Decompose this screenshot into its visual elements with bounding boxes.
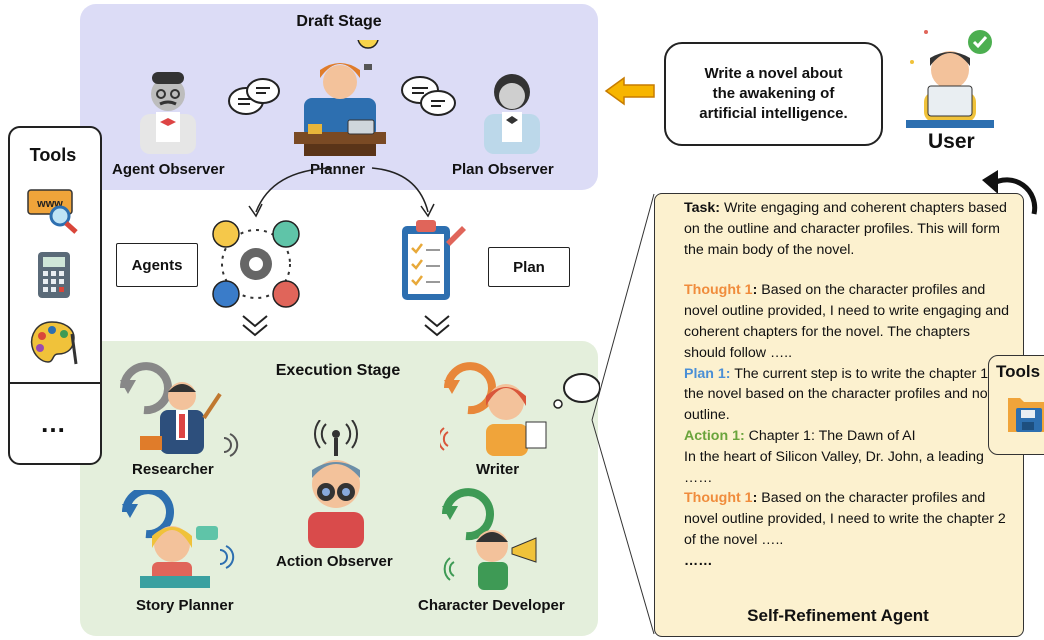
character-developer-label: Character Developer <box>418 597 565 614</box>
self-refinement-panel <box>654 193 1024 637</box>
character-developer-icon <box>442 488 537 590</box>
action-1-text-2: In the heart of Silicon Valley, Dr. John… <box>684 448 984 486</box>
thought-1-text: Based on the character profiles and nove… <box>684 282 1009 361</box>
action-1-text: Chapter 1: The Dawn of AI <box>744 427 916 444</box>
agents-network-icon <box>212 220 300 308</box>
clipboard-plan-icon <box>402 220 466 300</box>
folder-save-icon[interactable] <box>1006 392 1044 434</box>
request-line-2: the awakening of <box>712 85 835 102</box>
story-planner-label: Story Planner <box>136 597 234 614</box>
tools-sidebar-title: Tools <box>29 145 77 165</box>
self-refinement-title: Self-Refinement Agent <box>747 606 929 625</box>
plan-1-label: Plan 1 <box>684 365 726 382</box>
thought-2-colon: : <box>752 490 758 507</box>
speech-bubbles-icon <box>228 78 280 115</box>
story-planner-icon <box>122 490 235 588</box>
action-observer-label: Action Observer <box>276 553 393 570</box>
user-icon <box>906 30 994 128</box>
divider <box>8 382 102 384</box>
self-refinement-log: Task: Write engaging and coherent chapte… <box>684 198 1014 572</box>
thought-1-colon: : <box>752 282 758 299</box>
user-label: User <box>928 130 975 153</box>
plan-1-colon: : <box>725 365 731 382</box>
action-observer-icon <box>308 420 364 548</box>
log-ellipsis: …… <box>684 552 713 569</box>
more-tools[interactable]: … <box>40 408 66 438</box>
agents-box: Agents <box>116 243 198 287</box>
researcher-icon <box>120 362 239 457</box>
researcher-label: Researcher <box>132 461 214 478</box>
thought-2-text: Based on the character profiles and nove… <box>684 490 1006 548</box>
side-tools-label: Tools <box>996 362 1041 381</box>
thought-1-label: Thought 1 <box>684 282 753 299</box>
task-text: Write engaging and coherent chapters bas… <box>684 200 1007 258</box>
plan-1-text: The current step is to write the chapter… <box>684 365 1006 424</box>
arrow-left-icon <box>604 76 655 106</box>
execution-stage-title: Execution Stage <box>275 362 401 379</box>
plan-observer-icon <box>484 74 540 154</box>
plan-box: Plan <box>488 247 570 287</box>
plan-observer-label: Plan Observer <box>452 161 554 178</box>
double-chevron-down-icon <box>424 315 450 337</box>
planner-label: Planner <box>310 161 366 178</box>
draft-stage-title: Draft Stage <box>296 13 382 30</box>
planner-icon <box>294 40 386 156</box>
action-1-colon: : <box>739 427 745 444</box>
zoom-lines <box>591 193 655 635</box>
web-search-icon[interactable]: www <box>26 186 82 234</box>
request-line-1: Write a novel about <box>704 65 843 82</box>
agent-observer-label: Agent Observer <box>112 161 225 178</box>
action-1-label: Action 1 <box>684 427 740 444</box>
speech-bubbles-icon <box>401 76 456 116</box>
refresh-arrow-icon <box>982 170 1038 215</box>
writer-label: Writer <box>476 461 520 478</box>
double-chevron-down-icon <box>242 315 268 337</box>
agent-observer-icon <box>140 72 196 154</box>
request-line-3: artificial intelligence. <box>699 105 848 122</box>
palette-icon[interactable] <box>28 318 80 368</box>
writer-icon <box>440 362 600 456</box>
branch-arrows <box>248 167 435 218</box>
user-request-bubble: Write a novel about the awakening of art… <box>664 42 883 146</box>
task-label: Task: <box>684 200 721 216</box>
thought-2-label: Thought 1 <box>684 490 753 507</box>
calculator-icon[interactable] <box>36 250 72 300</box>
